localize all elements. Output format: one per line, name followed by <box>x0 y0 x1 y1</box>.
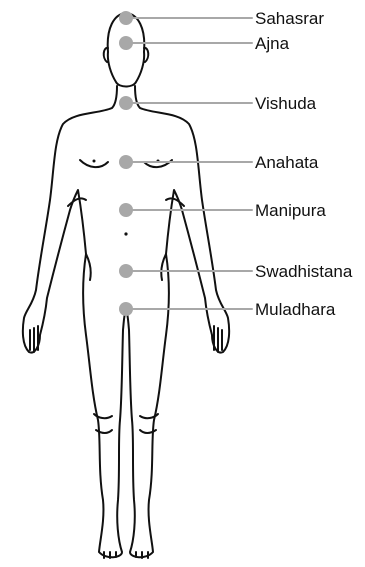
chakra-label-sahasrar: Sahasrar <box>255 9 324 29</box>
left-knee-lower <box>96 430 112 433</box>
chakra-marker-muladhara <box>119 302 133 316</box>
chakra-marker-vishuda <box>119 96 133 110</box>
chakra-marker-swadhistana <box>119 264 133 278</box>
chakra-label-muladhara: Muladhara <box>255 300 335 320</box>
chakra-marker-anahata <box>119 155 133 169</box>
right-knee-lower <box>140 430 156 433</box>
chakra-label-ajna: Ajna <box>255 34 289 54</box>
navel <box>124 232 127 235</box>
chakra-label-anahata: Anahata <box>255 153 318 173</box>
left-hip <box>86 254 91 280</box>
chakra-marker-manipura <box>119 203 133 217</box>
chakra-marker-ajna <box>119 36 133 50</box>
left-nipple <box>93 160 96 163</box>
chakra-label-manipura: Manipura <box>255 201 326 221</box>
chakra-label-swadhistana: Swadhistana <box>255 262 352 282</box>
right-hip <box>161 254 166 280</box>
chakra-marker-sahasrar <box>119 11 133 25</box>
chakra-label-vishuda: Vishuda <box>255 94 316 114</box>
chakra-markers <box>119 11 252 316</box>
